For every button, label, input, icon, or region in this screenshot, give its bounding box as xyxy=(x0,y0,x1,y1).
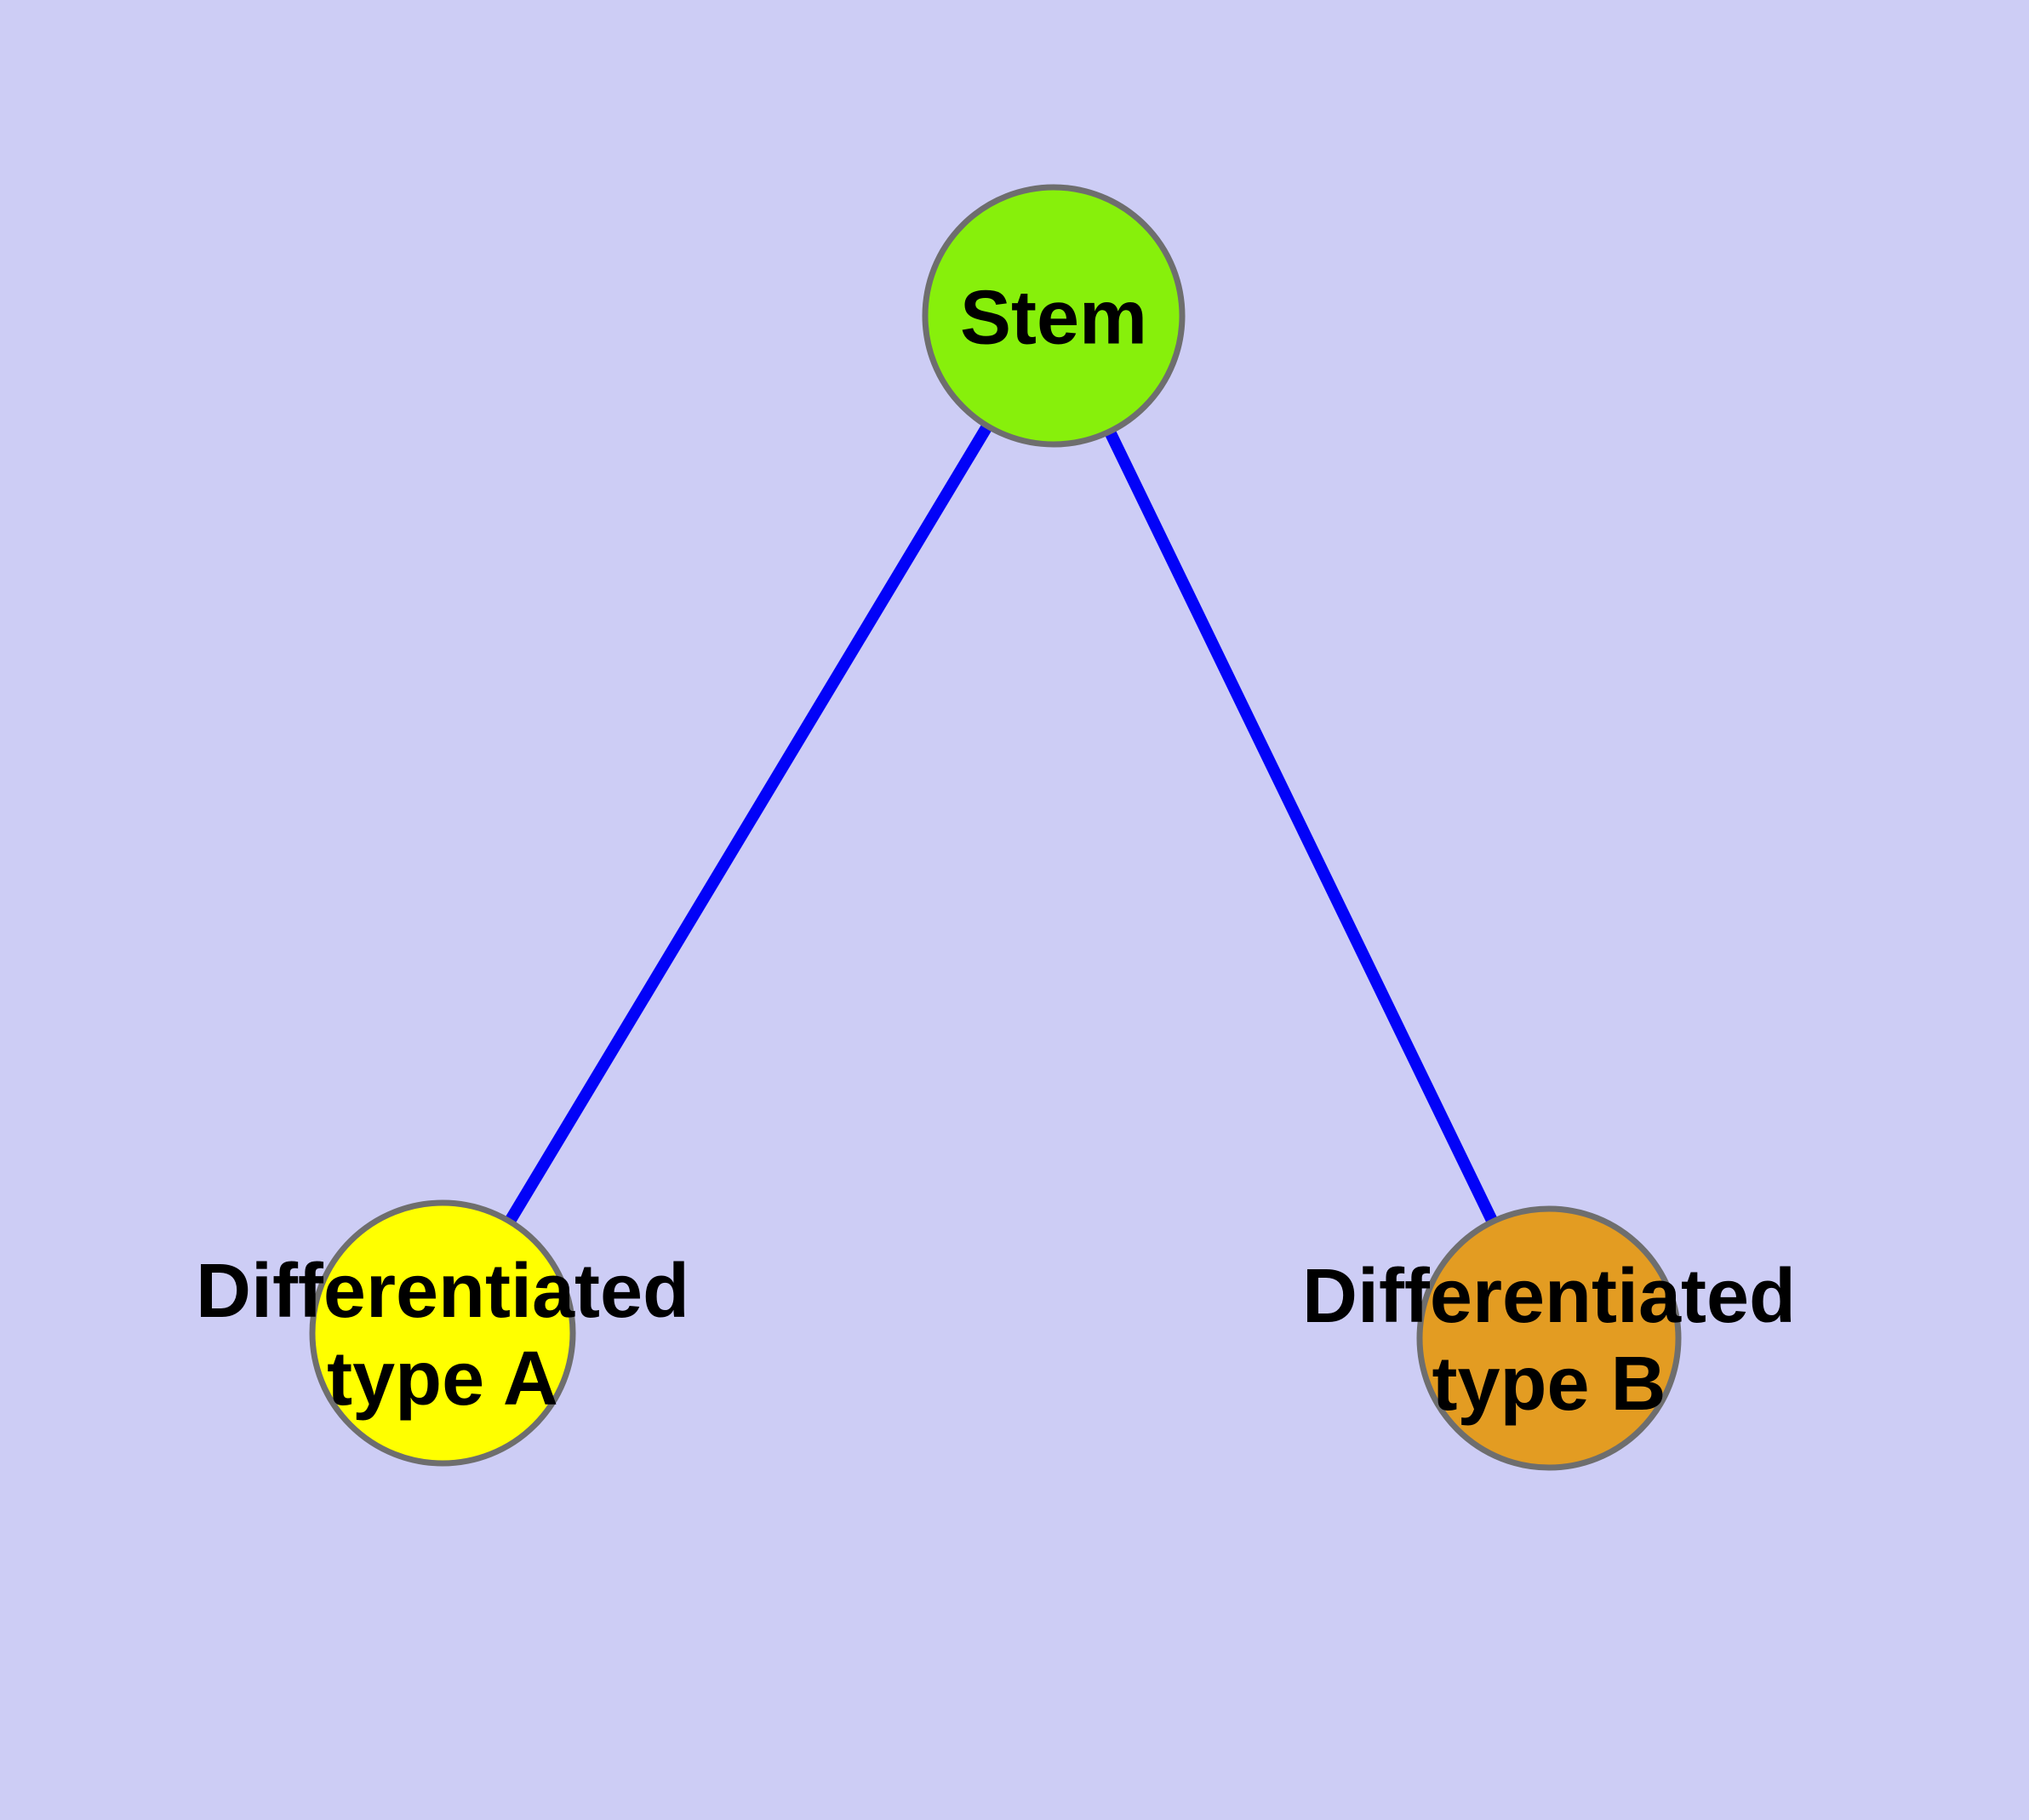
node-label-line: type A xyxy=(327,1336,558,1422)
node-label-line: Differentiated xyxy=(1302,1254,1796,1339)
nodes-layer xyxy=(309,184,1682,1471)
node-label-line: Stem xyxy=(960,275,1147,360)
node-stem xyxy=(922,184,1186,448)
edge-stem-to-differentiated-type-a xyxy=(437,312,1060,1336)
edges-layer xyxy=(437,312,1555,1342)
node-differentiated-type-a xyxy=(309,1199,576,1467)
edge-stem-to-differentiated-type-b xyxy=(1048,312,1555,1342)
node-label-line: Differentiated xyxy=(196,1249,689,1334)
node-label-stem: Stem xyxy=(960,275,1147,360)
node-differentiated-type-b xyxy=(1416,1205,1682,1471)
node-label-line: type B xyxy=(1432,1342,1666,1427)
